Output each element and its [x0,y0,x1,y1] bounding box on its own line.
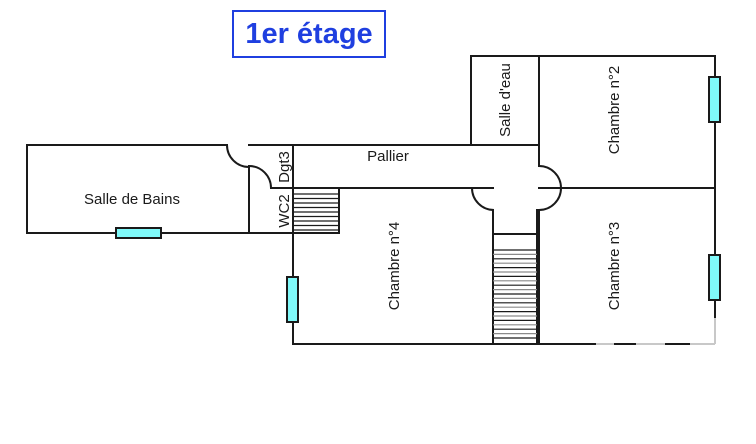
label-chambre-2: Chambre n°2 [606,66,623,155]
label-chambre-3: Chambre n°3 [606,222,623,311]
label-pallier: Pallier [367,148,409,165]
room-chambre-4: Chambre n°4 [286,222,591,345]
window-bathroom [115,227,162,239]
wall-bottom-right-faded [580,318,716,345]
floor-title-box: 1er étage [232,10,386,58]
room-salle-de-bains: Salle de Bains [26,144,294,239]
label-dgt3: Dgt3 [276,151,293,183]
stairs-left [292,187,340,234]
window-chambre-4 [286,276,299,323]
window-chambre-2 [708,76,721,123]
room-chambre-2: Chambre n°2 [538,55,721,319]
label-wc2: WC2 [276,194,293,227]
label-salle-de-bains: Salle de Bains [84,191,180,208]
window-chambre-3 [708,254,721,301]
stair-left-treads [293,193,339,231]
label-chambre-4: Chambre n°4 [386,222,403,311]
stairs-center [492,209,538,345]
door-arc-dgt [248,165,272,189]
stair-center-treads [493,249,537,339]
room-chambre-3: Chambre n°3 [538,209,721,345]
room-wc-dgt: Dgt3 WC2 [248,144,294,345]
door-arc-bathroom [226,144,250,168]
floor-title: 1er étage [245,17,373,50]
room-salle-eau: Salle d'eau [470,55,716,167]
room-pallier: Pallier [292,144,540,189]
door-arc-chambre-4 [471,187,495,211]
label-salle-eau: Salle d'eau [497,63,514,137]
